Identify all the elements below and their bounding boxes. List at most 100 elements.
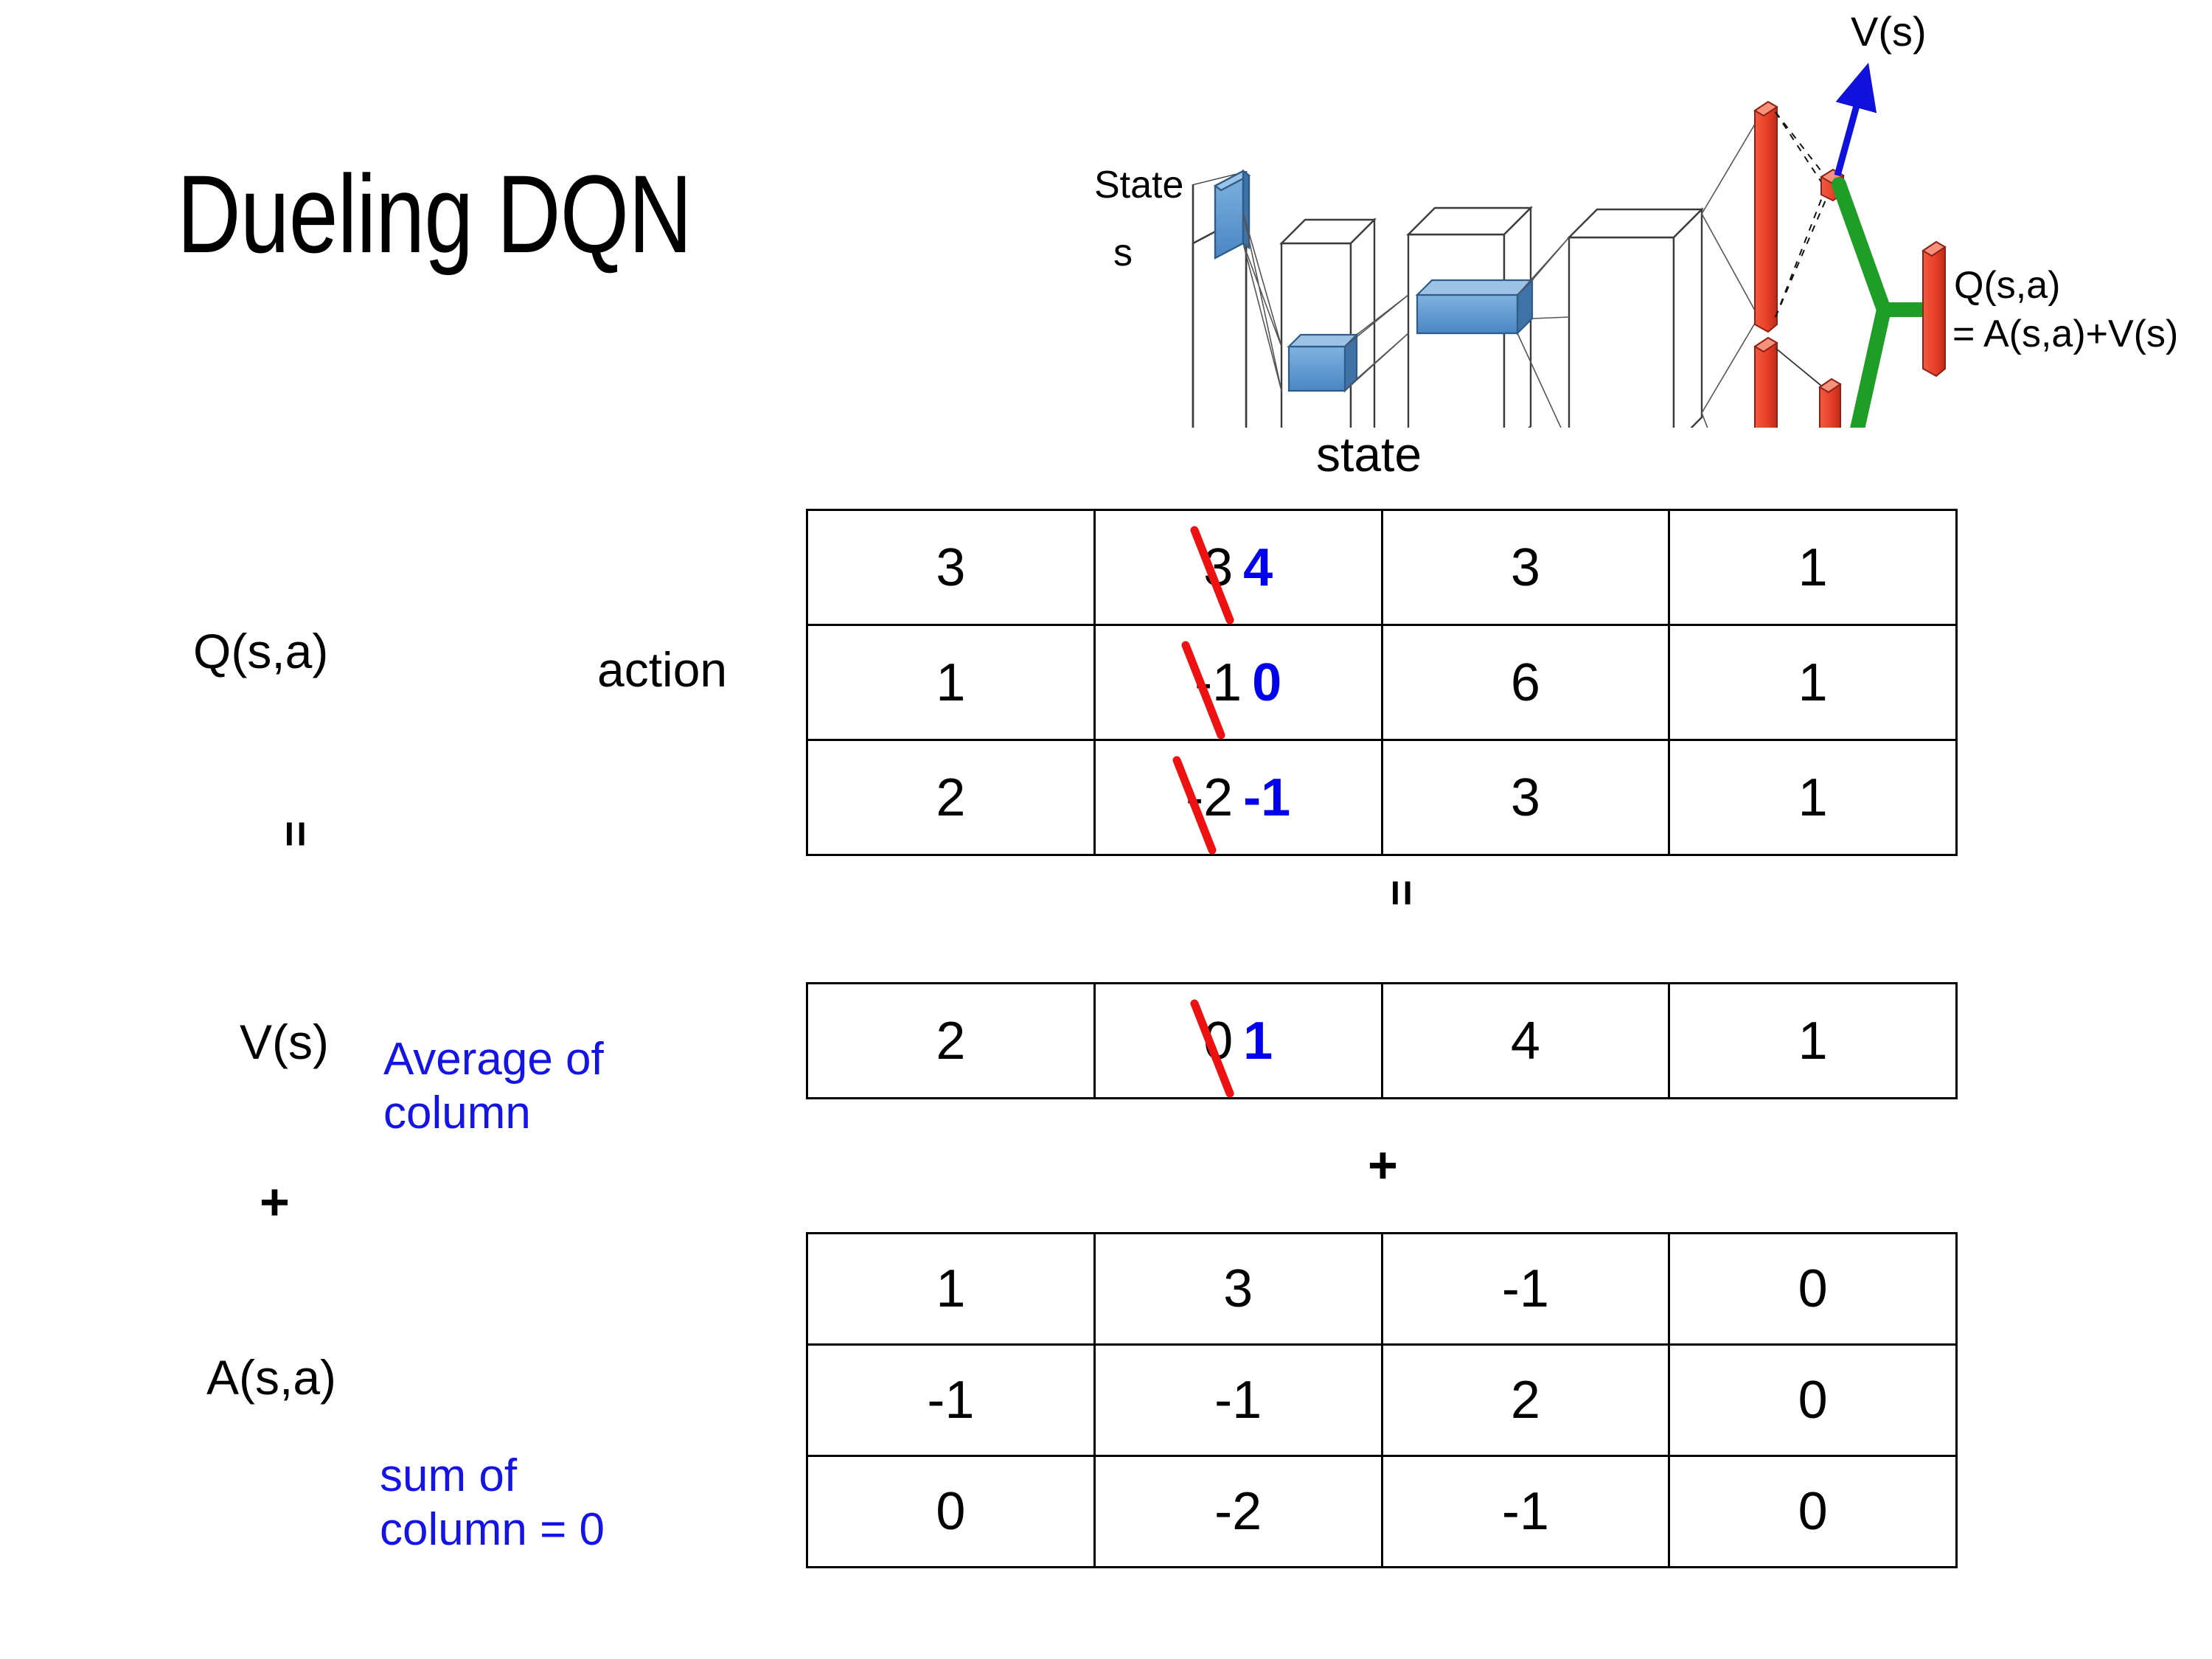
a-cell-r2c2: -1 [1093,1343,1383,1457]
a-table-label: A(s,a) [206,1350,337,1405]
conv-patch-1-icon [1287,333,1359,393]
plus-operator-center: + [1368,1136,1398,1194]
state-axis-label: state [1316,427,1422,481]
v-cell-c2: 0 1 [1093,982,1383,1099]
cell-value: -1 [1214,1371,1262,1430]
cell-value: -1 [927,1371,975,1430]
sum-of-column-note: sum of column = 0 [380,1450,605,1556]
a-cell-r2c3: 2 [1380,1343,1671,1457]
q-output-bar-icon [1921,240,1947,378]
cell-value: 1 [1798,1011,1828,1071]
a-cell-r1c1: 1 [806,1232,1096,1346]
v-cell-c4: 1 [1668,982,1958,1099]
q-cell-r3c4: 1 [1668,739,1958,856]
a-cell-r3c2: -2 [1093,1455,1383,1568]
cell-old-value: -2 [1172,756,1233,854]
connector-lines [1242,117,1759,428]
table-row: 2 0 1 4 [806,982,1958,1099]
cell-value: 3 [1510,768,1540,827]
a-cell-r2c1: -1 [806,1343,1096,1457]
cell-value: 4 [1510,1011,1540,1071]
a-cell-r2c4: 0 [1668,1343,1958,1457]
q-value-table: 3 3 4 3 [806,509,1958,856]
a-cell-r3c3: -1 [1380,1455,1671,1568]
action-axis-label: action [597,642,728,697]
q-cell-r1c3: 3 [1380,509,1671,626]
diagram-q-label-line2: = A(s,a)+V(s) [1952,313,2178,355]
q-cell-r3c2: -2 -1 [1093,739,1383,856]
q-cell-r1c1: 3 [806,509,1096,626]
a-cell-r3c4: 0 [1668,1455,1958,1568]
conv-block-1-icon [1279,218,1377,428]
cell-old-value: -1 [1181,641,1242,739]
a-cell-r1c3: -1 [1380,1232,1671,1346]
table-row: 1 3 -1 0 [806,1232,1958,1346]
advantage-vector-bar-icon [1818,378,1842,428]
cell-value: 0 [1798,1371,1828,1430]
cell-new-value: 1 [1243,1011,1273,1071]
table-row: -1 -1 2 0 [806,1343,1958,1457]
conv-patch-2-icon [1415,278,1534,335]
aggregation-green-path [1832,177,1939,428]
a-cell-r1c4: 0 [1668,1232,1958,1346]
diagram-state-label-line2: s [1113,232,1133,274]
v-table-label: V(s) [240,1015,329,1069]
a-cell-r1c2: 3 [1093,1232,1383,1346]
cell-new-value: 4 [1243,538,1273,597]
q-table-label: Q(s,a) [193,624,329,678]
cell-value: 0 [1798,1482,1828,1541]
page-title: Dueling DQN [177,152,692,276]
diagram-q-label-line1: Q(s,a) [1954,264,2060,307]
q-cell-r1c4: 1 [1668,509,1958,626]
cell-value: 3 [936,538,966,597]
q-cell-r2c1: 1 [806,624,1096,741]
cell-value: 2 [936,1011,966,1071]
v-cell-c3: 4 [1380,982,1671,1099]
cell-value: -1 [1501,1259,1549,1318]
plus-operator-left: + [260,1173,290,1231]
conv-block-3-icon [1567,207,1704,428]
q-cell-r2c3: 6 [1380,624,1671,741]
q-cell-r3c3: 3 [1380,739,1671,856]
cell-value: 3 [1510,538,1540,597]
equals-operator-left: = [270,820,321,848]
equals-operator-center: = [1376,879,1427,907]
cell-value: -1 [1501,1482,1549,1541]
table-row: 2 -2 -1 3 [806,739,1958,856]
advantage-stream-bar-icon [1753,336,1778,428]
cell-value: 2 [936,768,966,827]
cell-value: 1 [936,653,966,712]
cell-value: 0 [936,1482,966,1541]
cell-value: 2 [1510,1371,1540,1430]
advantage-value-table: 1 3 -1 0 -1 -1 2 0 0 -2 -1 0 [806,1232,1958,1568]
cell-new-value: -1 [1243,768,1291,827]
input-patch-icon [1213,169,1251,260]
q-cell-r2c4: 1 [1668,624,1958,741]
advantage-lines [1775,347,1826,390]
cell-value: 3 [1223,1259,1253,1318]
cell-value: 1 [1798,653,1828,712]
cell-value: 1 [1798,538,1828,597]
q-cell-r2c2: -1 0 [1093,624,1383,741]
cell-value: 6 [1510,653,1540,712]
cell-value: 1 [936,1259,966,1318]
value-stream-bar-icon [1753,100,1778,333]
a-cell-r3c1: 0 [806,1455,1096,1568]
cell-value: 1 [1798,768,1828,827]
v-cell-c1: 2 [806,982,1096,1099]
average-of-column-note: Average of column [383,1034,604,1139]
diagram-state-label-line1: State [1094,164,1183,206]
value-dashed-lines [1775,111,1829,318]
cell-value: -2 [1214,1482,1262,1541]
cell-old-value: 3 [1190,526,1234,624]
table-row: 1 -1 0 6 [806,624,1958,741]
q-cell-r1c2: 3 4 [1093,509,1383,626]
q-cell-r3c1: 2 [806,739,1096,856]
v-value-table: 2 0 1 4 [806,982,1958,1099]
dueling-network-diagram: State s V(s) A(s,a) Q(s,a) = A(s,a)+V(s)… [1091,0,2212,428]
cell-old-value: 0 [1190,999,1234,1097]
cell-value: 0 [1798,1259,1828,1318]
cell-new-value: 0 [1252,653,1282,712]
table-row: 3 3 4 3 [806,509,1958,626]
v-output-arrow-icon [1834,63,1877,177]
